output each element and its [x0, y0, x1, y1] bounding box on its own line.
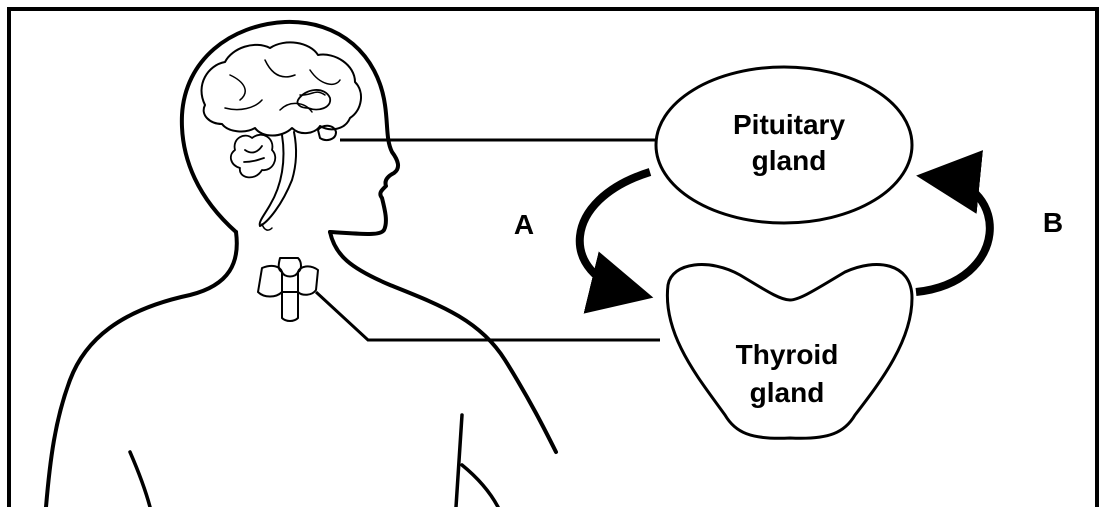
- neck-shoulder-left: [46, 232, 237, 507]
- brain-cerebrum: [202, 42, 362, 135]
- neck-thyroid: [258, 266, 318, 297]
- thyroid-label-line1: Thyroid: [736, 339, 839, 370]
- left-arm-line: [130, 452, 150, 507]
- trachea: [279, 258, 301, 321]
- brain-folds: [225, 60, 340, 112]
- neck-shoulder-right: [330, 232, 556, 452]
- thyroid-connector-line: [316, 292, 660, 340]
- thyroid-label-line2: gland: [750, 377, 825, 408]
- brain-stem: [260, 132, 296, 226]
- pituitary-label-line2: gland: [752, 145, 827, 176]
- pituitary-label-line1: Pituitary: [733, 109, 845, 140]
- head-outline: [182, 22, 398, 234]
- border: [9, 9, 1097, 507]
- right-arm-line: [456, 415, 462, 507]
- human-silhouette: [46, 22, 556, 507]
- arrow-b-label: B: [1043, 207, 1063, 238]
- cerebellum: [231, 135, 275, 178]
- arrow-a-label: A: [514, 209, 534, 240]
- arrow-b: [916, 178, 990, 292]
- arrow-a: [580, 172, 650, 292]
- right-arm-curve: [462, 465, 498, 507]
